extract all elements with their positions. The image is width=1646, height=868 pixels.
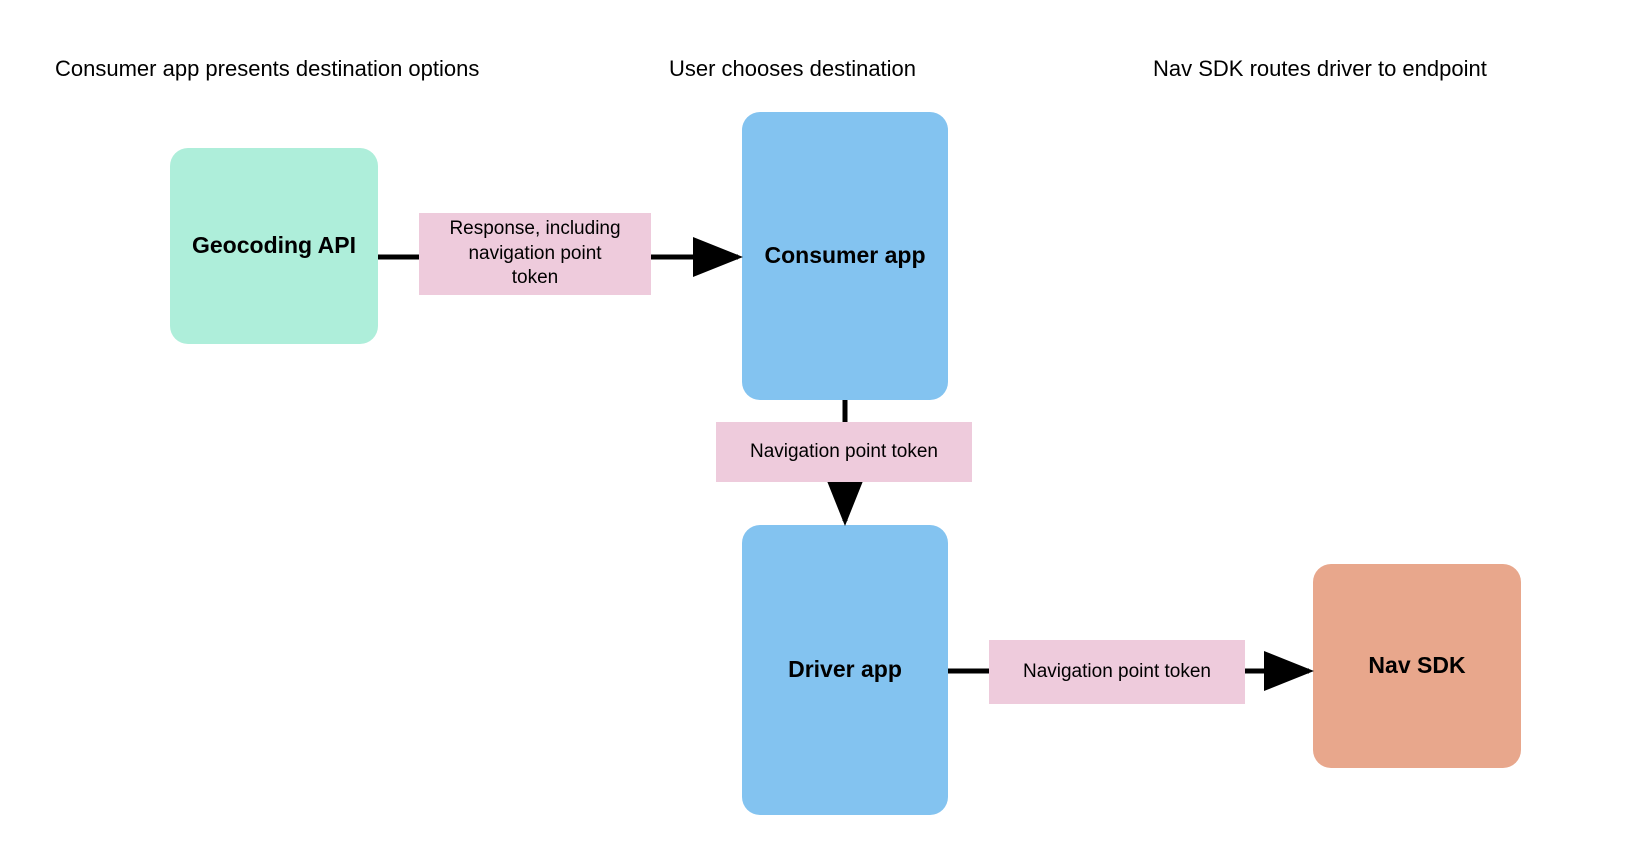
node-geocoding-api[interactable]: Geocoding API bbox=[170, 148, 378, 344]
edge-label-navigation-point-token-horizontal: Navigation point token bbox=[989, 640, 1245, 704]
node-nav-sdk-label: Nav SDK bbox=[1368, 652, 1466, 679]
column-header-consumer: Consumer app presents destination option… bbox=[55, 56, 480, 81]
node-driver-app-label: Driver app bbox=[788, 656, 902, 683]
node-consumer-app-label: Consumer app bbox=[764, 242, 926, 269]
edge-label-navigation-point-token-vertical: Navigation point token bbox=[716, 422, 972, 482]
edge-label-navigation-point-token-horizontal-text: Navigation point token bbox=[1022, 660, 1211, 682]
node-nav-sdk[interactable]: Nav SDK bbox=[1313, 564, 1521, 768]
edge-label-navigation-point-token-vertical-text: Navigation point token bbox=[749, 440, 938, 462]
column-header-navsdk: Nav SDK routes driver to endpoint bbox=[1153, 56, 1487, 81]
node-driver-app[interactable]: Driver app bbox=[742, 525, 948, 815]
node-consumer-app[interactable]: Consumer app bbox=[742, 112, 948, 400]
node-geocoding-api-label: Geocoding API bbox=[192, 232, 356, 259]
column-header-user-choice: User chooses destination bbox=[669, 56, 917, 81]
